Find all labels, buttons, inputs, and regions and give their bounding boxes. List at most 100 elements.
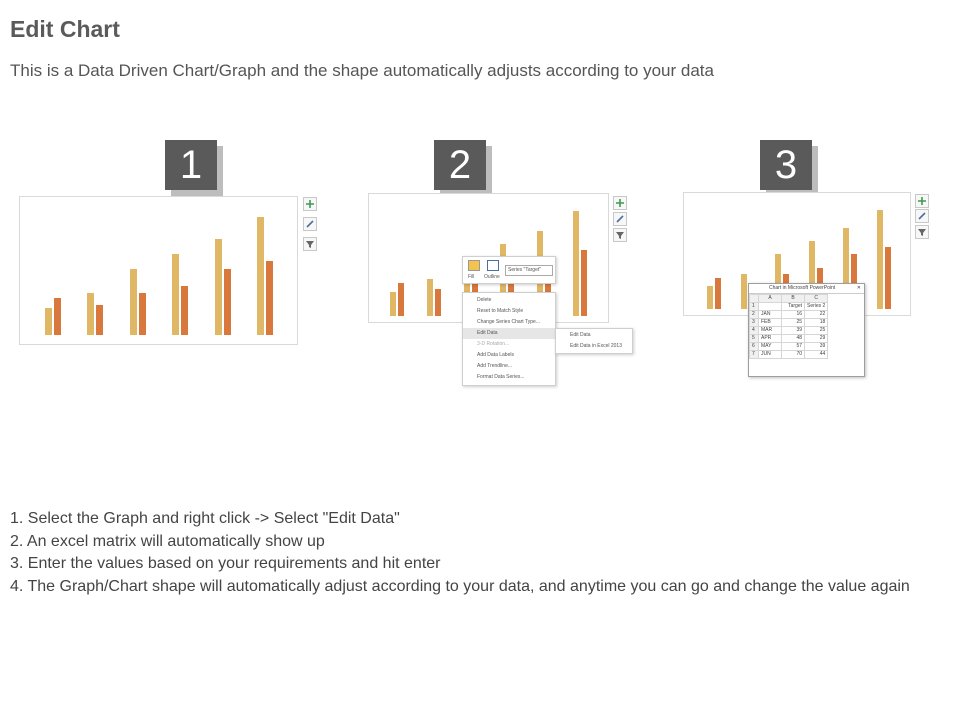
plus-icon[interactable] <box>613 196 627 210</box>
excel-cell[interactable]: 57 <box>781 342 805 351</box>
menu-item-add-labels[interactable]: Add Data Labels <box>477 352 514 358</box>
bar-jun-series-2[interactable] <box>581 250 587 316</box>
menu-item-add-trendline[interactable]: Add Trendline... <box>477 363 513 369</box>
fill-icon[interactable] <box>468 260 480 271</box>
bar-jun-series-2[interactable] <box>266 261 273 335</box>
excel-row-number[interactable]: 7 <box>749 350 759 359</box>
bar-apr-series-2[interactable] <box>181 286 188 335</box>
bar-may-series-2[interactable] <box>224 269 231 335</box>
excel-cell[interactable]: 44 <box>803 350 829 359</box>
excel-title: Chart in Microsoft PowerPoint <box>769 285 836 291</box>
outline-icon[interactable] <box>487 260 499 271</box>
fill-label: Fill <box>468 274 475 280</box>
brush-icon[interactable] <box>915 209 929 223</box>
bar-apr-series-1[interactable] <box>172 254 179 335</box>
excel-cell[interactable]: 70 <box>781 350 805 359</box>
menu-item-delete[interactable]: Delete <box>477 297 492 303</box>
excel-row-number[interactable]: 6 <box>749 342 759 351</box>
bar-feb-series-1[interactable] <box>741 274 747 309</box>
bar-feb-series-1[interactable] <box>87 293 94 335</box>
menu-item-change-type[interactable]: Change Series Chart Type... <box>477 319 540 325</box>
bar-may-series-2[interactable] <box>545 258 551 316</box>
excel-cell[interactable]: Target <box>781 302 805 311</box>
excel-cell[interactable] <box>758 302 782 311</box>
excel-row-number[interactable]: 1 <box>749 302 759 311</box>
bar-feb-series-2[interactable] <box>96 305 103 335</box>
excel-cell[interactable]: 29 <box>803 334 829 343</box>
bar-jun-series-1[interactable] <box>573 211 579 316</box>
bar-jan-series-2[interactable] <box>715 278 721 309</box>
submenu-edit-data[interactable]: Edit Data <box>570 332 591 338</box>
bar-feb-series-1[interactable] <box>427 279 433 316</box>
excel-column-header[interactable]: B <box>781 294 805 303</box>
bar-mar-series-1[interactable] <box>130 269 137 335</box>
excel-title-bar: Chart in Microsoft PowerPoint ✕ <box>749 284 864 294</box>
excel-cell[interactable]: 39 <box>803 342 829 351</box>
excel-cell[interactable]: APR <box>758 334 782 343</box>
context-menu[interactable]: Delete Reset to Match Style Change Serie… <box>462 292 556 386</box>
close-icon[interactable]: ✕ <box>856 285 861 291</box>
filter-icon[interactable] <box>915 225 929 239</box>
bar-may-series-2[interactable] <box>851 254 857 309</box>
excel-cell[interactable]: 25 <box>781 318 805 327</box>
bar-jan-series-1[interactable] <box>707 286 713 309</box>
excel-cell[interactable]: Series 2 <box>803 302 829 311</box>
instruction-1: 1. Select the Graph and right click -> S… <box>10 510 400 527</box>
chart-frame-1[interactable] <box>19 196 298 345</box>
excel-column-header[interactable] <box>749 294 759 303</box>
brush-icon[interactable] <box>303 217 317 231</box>
excel-cell[interactable]: MAY <box>758 342 782 351</box>
brush-icon[interactable] <box>613 212 627 226</box>
chart-plot-1 <box>34 209 289 335</box>
bar-mar-series-2[interactable] <box>139 293 146 335</box>
format-toolbar[interactable]: Fill Outline Series "Target" <box>462 256 556 284</box>
bar-mar-series-1[interactable] <box>775 254 781 309</box>
bar-jun-series-1[interactable] <box>877 210 883 309</box>
bar-may-series-1[interactable] <box>215 239 222 335</box>
bar-mar-series-1[interactable] <box>464 258 470 316</box>
bar-apr-series-1[interactable] <box>809 241 815 309</box>
excel-cell[interactable]: 16 <box>781 310 805 319</box>
bar-jan-series-2[interactable] <box>54 298 61 335</box>
excel-row-number[interactable]: 2 <box>749 310 759 319</box>
excel-cell[interactable]: 22 <box>803 310 829 319</box>
excel-cell[interactable]: MAR <box>758 326 782 335</box>
context-submenu[interactable]: Edit Data Edit Data in Excel 2013 <box>555 328 633 354</box>
bar-jan-series-1[interactable] <box>45 308 52 335</box>
excel-cell[interactable]: 18 <box>803 318 829 327</box>
menu-item-edit-data[interactable]: Edit Data <box>463 328 555 339</box>
bar-jun-series-2[interactable] <box>885 247 891 309</box>
instruction-2: 2. An excel matrix will automatically sh… <box>10 532 325 550</box>
excel-cell[interactable]: 39 <box>781 326 805 335</box>
excel-cell[interactable]: 25 <box>803 326 829 335</box>
page-subtitle: This is a Data Driven Chart/Graph and th… <box>10 61 714 80</box>
submenu-edit-excel[interactable]: Edit Data in Excel 2013 <box>570 343 622 349</box>
bar-may-series-1[interactable] <box>843 228 849 309</box>
plus-icon[interactable] <box>915 194 929 208</box>
bar-jun-series-1[interactable] <box>257 217 264 335</box>
instruction-4: 4. The Graph/Chart shape will automatica… <box>10 577 910 595</box>
excel-cell[interactable]: JAN <box>758 310 782 319</box>
excel-cell[interactable]: FEB <box>758 318 782 327</box>
bar-feb-series-2[interactable] <box>435 289 441 316</box>
filter-icon[interactable] <box>613 228 627 242</box>
filter-icon[interactable] <box>303 237 317 251</box>
excel-cell[interactable]: 48 <box>781 334 805 343</box>
bar-jan-series-1[interactable] <box>390 292 396 316</box>
excel-row-number[interactable]: 4 <box>749 326 759 335</box>
series-select[interactable]: Series "Target" <box>505 265 553 276</box>
excel-column-header[interactable]: A <box>758 294 782 303</box>
menu-item-reset-style[interactable]: Reset to Match Style <box>477 308 524 314</box>
menu-item-3d-rotation[interactable]: 3-D Rotation... <box>477 341 510 347</box>
plus-icon[interactable] <box>303 197 317 211</box>
excel-column-header[interactable]: C <box>803 294 829 303</box>
excel-cell[interactable]: JUN <box>758 350 782 359</box>
menu-item-format-series[interactable]: Format Data Series... <box>477 374 525 380</box>
excel-row-number[interactable]: 3 <box>749 318 759 327</box>
excel-row-number[interactable]: 5 <box>749 334 759 343</box>
bar-jan-series-2[interactable] <box>398 283 404 316</box>
